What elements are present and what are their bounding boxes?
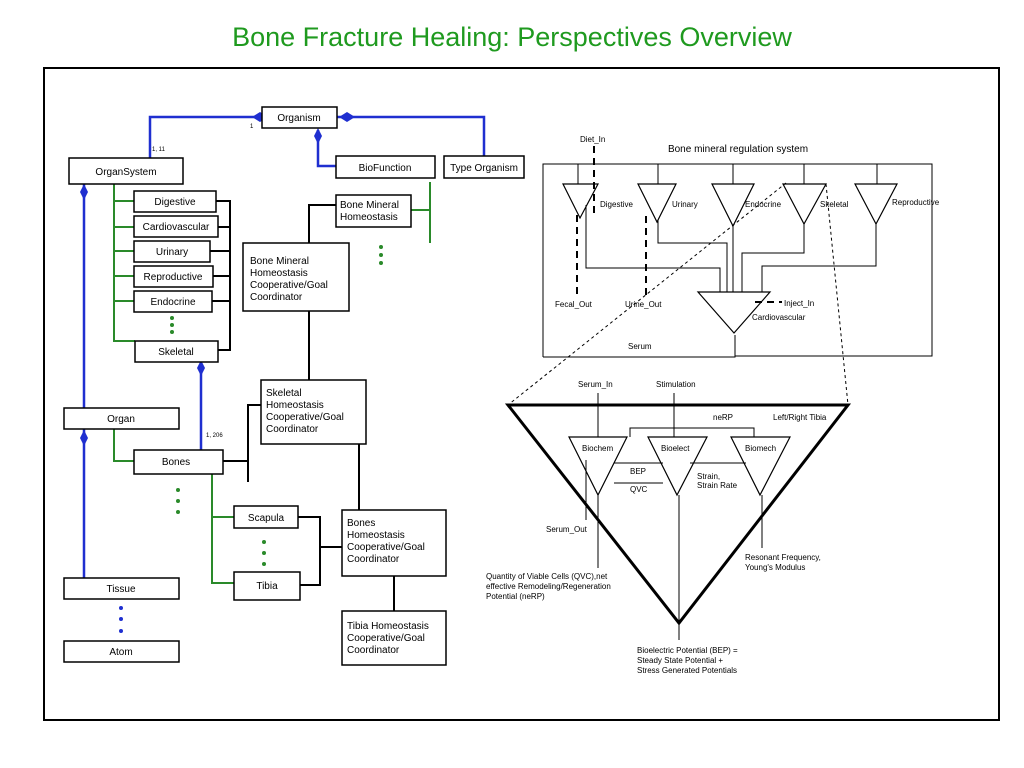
tm-resonant-1: Resonant Frequency, [745, 553, 821, 562]
organ-box: Organ [63, 407, 180, 430]
zoom-line-right [825, 183, 849, 406]
zoom-line-left [507, 182, 787, 406]
reg-serum: Serum [628, 342, 652, 351]
tibia-label: Tibia [256, 581, 278, 592]
system-urinary: Urinary [156, 247, 188, 258]
tm-bep-note-3: Stress Generated Potentials [637, 666, 737, 675]
reg-organ-reproductive: Reproductive [892, 198, 940, 207]
svg-text:Coordinator: Coordinator [250, 292, 303, 303]
tm-qvc-note-1: Quantity of Viable Cells (QVC),net [486, 572, 608, 581]
scapula-label: Scapula [248, 513, 285, 524]
regulation-title: Bone mineral regulation system [668, 144, 808, 155]
multiplicity-organsystem: 1, 11 [152, 147, 166, 153]
svg-text:Cooperative/Goal: Cooperative/Goal [266, 412, 344, 423]
bone-mineral-label-1: Bone Mineral [340, 200, 399, 211]
tm-qvc-note-3: Potential (neRP) [486, 592, 545, 601]
system-list: Digestive Cardiovascular Urinary Reprodu… [133, 190, 219, 363]
system-endocrine: Endocrine [150, 297, 195, 308]
tm-resonant-2: Young's Modulus [745, 563, 805, 572]
reg-organ-urinary: Urinary [672, 200, 698, 209]
type-organism-box: Type Organism [443, 155, 525, 179]
coordinator-bone-mineral: Bone Mineral Homeostasis Cooperative/Goa… [242, 242, 350, 312]
reg-organ-skeletal: Skeletal [820, 200, 849, 209]
tm-strain-rate: Strain Rate [697, 481, 738, 490]
reg-organ-endocrine: Endocrine [745, 200, 782, 209]
tm-left-right-tibia: Left/Right Tibia [773, 413, 827, 422]
organ-label: Organ [107, 414, 135, 425]
bones-label: Bones [162, 457, 190, 468]
tm-biomech: Biomech [745, 444, 776, 453]
ellipsis-dots [119, 245, 383, 633]
svg-text:Cooperative/Goal: Cooperative/Goal [250, 280, 328, 291]
tm-biochem: Biochem [582, 444, 613, 453]
bone-mineral-label-2: Homeostasis [340, 212, 398, 223]
svg-text:Coordinator: Coordinator [347, 554, 400, 565]
multiplicity-organism: 1 [250, 124, 254, 130]
svg-text:Homeostasis: Homeostasis [250, 268, 308, 279]
biofunction-box: BioFunction [335, 155, 436, 179]
tm-serum-in: Serum_In [578, 380, 613, 389]
svg-text:Homeostasis: Homeostasis [347, 530, 405, 541]
multiplicity-bones: 1, 206 [206, 433, 223, 439]
tibia-model: Serum_In Stimulation neRP Left/Right Tib… [486, 380, 852, 675]
system-skeletal: Skeletal [158, 347, 194, 358]
tm-bep-note-2: Steady State Potential + [637, 656, 723, 665]
tm-qvc-note-2: effective Remodeling/Regeneration [486, 582, 611, 591]
svg-text:Skeletal: Skeletal [266, 388, 302, 399]
tm-stimulation: Stimulation [656, 380, 696, 389]
system-cardiovascular: Cardiovascular [143, 222, 210, 233]
bone-mineral-box: Bone Mineral Homeostasis [335, 194, 412, 228]
tm-serum-out: Serum_Out [546, 525, 588, 534]
organism-label: Organism [277, 113, 320, 124]
coordinator-bones: Bones Homeostasis Cooperative/Goal Coord… [341, 509, 447, 577]
reg-urine-out: Urine_Out [625, 300, 662, 309]
tm-bep: BEP [630, 467, 646, 476]
diagram-frame [43, 67, 1000, 721]
svg-text:Coordinator: Coordinator [266, 424, 319, 435]
system-digestive: Digestive [154, 197, 196, 208]
svg-text:Coordinator: Coordinator [347, 645, 400, 656]
tm-bioelect: Bioelect [661, 444, 690, 453]
reg-fecal-out: Fecal_Out [555, 300, 593, 309]
tibia-box: Tibia [233, 571, 301, 601]
reg-organ-digestive: Digestive [600, 200, 633, 209]
organsystem-box: OrganSystem [68, 157, 184, 185]
reg-cardiovascular: Cardiovascular [752, 313, 806, 322]
scapula-box: Scapula [233, 505, 299, 529]
tm-qvc: QVC [630, 485, 648, 494]
atom-box: Atom [63, 640, 180, 663]
svg-text:Cooperative/Goal: Cooperative/Goal [347, 542, 425, 553]
reg-diet-in: Diet_In [580, 135, 605, 144]
bones-box: Bones [133, 449, 224, 475]
coordinator-skeletal: Skeletal Homeostasis Cooperative/Goal Co… [260, 379, 367, 445]
tm-strain: Strain, [697, 472, 720, 481]
type-organism-label: Type Organism [450, 163, 518, 174]
tm-nerp: neRP [713, 413, 733, 422]
svg-text:Tibia Homeostasis: Tibia Homeostasis [347, 621, 429, 632]
svg-text:Homeostasis: Homeostasis [266, 400, 324, 411]
atom-label: Atom [109, 647, 132, 658]
regulation-system: Bone mineral regulation system Digestive… [542, 135, 940, 358]
tm-bep-note-1: Bioelectric Potential (BEP) = [637, 646, 738, 655]
page-title: Bone Fracture Healing: Perspectives Over… [232, 22, 792, 52]
tissue-label: Tissue [106, 584, 136, 595]
svg-text:Bones: Bones [347, 518, 375, 529]
tissue-box: Tissue [63, 577, 180, 600]
system-reproductive: Reproductive [144, 272, 203, 283]
coordinator-tibia: Tibia Homeostasis Cooperative/Goal Coord… [341, 610, 447, 666]
organism-box: Organism [261, 106, 338, 129]
reg-inject-in: Inject_In [784, 299, 814, 308]
biofunction-label: BioFunction [359, 163, 412, 174]
svg-text:Cooperative/Goal: Cooperative/Goal [347, 633, 425, 644]
svg-text:Bone Mineral: Bone Mineral [250, 256, 309, 267]
organsystem-label: OrganSystem [95, 167, 156, 178]
